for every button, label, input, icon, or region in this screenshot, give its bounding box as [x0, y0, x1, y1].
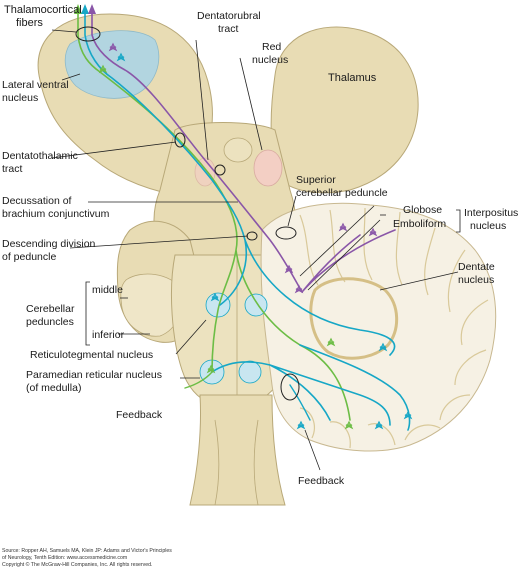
label-globose: Globose	[403, 204, 442, 216]
label-red-1: Red	[262, 41, 281, 53]
label-emboliform: Emboliform	[393, 218, 446, 230]
label-decussation-1: Decussation of	[2, 195, 72, 207]
label-superior-2: cerebellar peduncle	[296, 187, 388, 199]
label-decussation-2: brachium conjunctivum	[2, 208, 110, 220]
label-paramedian-2: (of medulla)	[26, 382, 81, 394]
label-dentatothalamic-1: Dentatothalamic	[2, 150, 78, 162]
labels: Thalamocortical fibers Dentatorubral tra…	[2, 4, 518, 487]
red-nucleus-right	[253, 149, 283, 187]
label-feedback-left: Feedback	[116, 409, 163, 421]
purple-tract	[91, 9, 396, 293]
label-red-2: nucleus	[252, 54, 288, 66]
source-credit: Source: Ropper AH, Samuels MA, Klein JP:…	[2, 548, 172, 568]
label-feedback-bottom: Feedback	[298, 475, 345, 487]
source-line-3: Copyright © The McGraw-Hill Companies, I…	[2, 561, 152, 568]
label-inferior: inferior	[92, 329, 125, 341]
right-thalamus	[270, 26, 419, 194]
label-thalamocortical-2: fibers	[16, 17, 43, 29]
anatomy	[37, 13, 497, 506]
label-lateral-ventral-1: Lateral ventral	[2, 79, 69, 91]
dentate-nucleus	[309, 277, 399, 360]
label-dentate-2: nucleus	[458, 274, 494, 286]
label-middle: middle	[92, 284, 123, 296]
label-dentatothalamic-2: tract	[2, 163, 23, 175]
label-paramedian-1: Paramedian reticular nucleus	[26, 369, 162, 381]
cyan-tract	[84, 9, 411, 431]
label-thalamus: Thalamus	[328, 72, 377, 84]
label-lateral-ventral-2: nucleus	[2, 92, 38, 104]
paramedian-nucleus-right	[238, 360, 262, 384]
neuron-markers	[98, 42, 413, 430]
label-reticulotegmental: Reticulotegmental nucleus	[30, 349, 153, 361]
leader-lines	[51, 29, 461, 471]
label-dentatorubral-2: tract	[218, 23, 239, 35]
label-dentate-1: Dentate	[458, 261, 495, 273]
medulla	[189, 394, 286, 506]
label-interpositus-1: Interpositus	[464, 207, 518, 219]
label-cerebellar-peduncles-2: peduncles	[26, 316, 74, 328]
label-descending-2: of peduncle	[2, 251, 56, 263]
label-superior-1: Superior	[296, 174, 336, 186]
source-line-1: Source: Ropper AH, Samuels MA, Klein JP:…	[2, 548, 172, 554]
label-interpositus-2: nucleus	[470, 220, 506, 232]
label-thalamocortical-1: Thalamocortical	[4, 4, 82, 16]
label-dentatorubral-1: Dentatorubral	[197, 10, 261, 22]
tracts	[74, 4, 411, 431]
label-descending-1: Descending division	[2, 238, 96, 250]
cerebellum	[260, 202, 497, 452]
label-cerebellar-peduncles-1: Cerebellar	[26, 303, 75, 315]
source-line-2: of Neurology, Tenth Edition: www.accessm…	[2, 555, 127, 561]
